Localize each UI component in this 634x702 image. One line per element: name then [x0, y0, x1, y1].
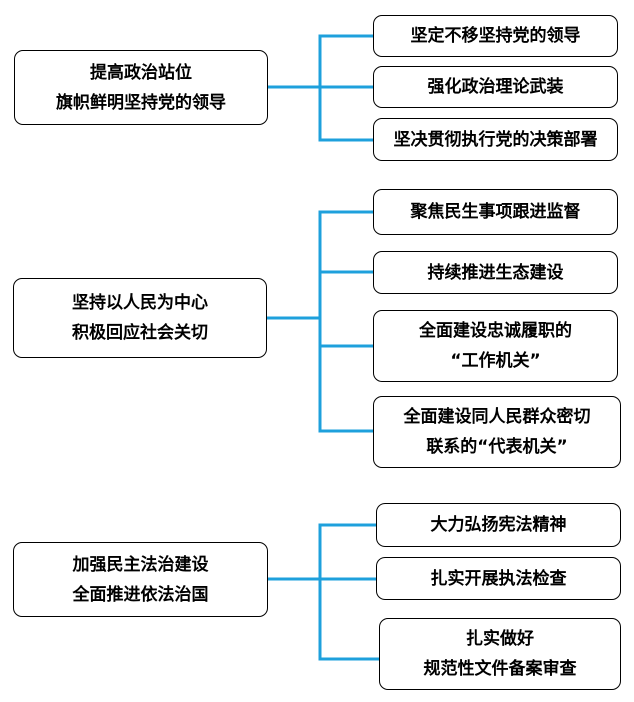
item-box-2-3: 全面建设忠诚履职的 “工作机关”: [373, 310, 618, 382]
item-box-3-1-text: 大力弘扬宪法精神: [430, 515, 567, 535]
main-box-1: 提高政治站位 旗帜鲜明坚持党的领导: [14, 50, 268, 125]
item-box-2-4: 全面建设同人民群众密切 联系的“代表机关”: [373, 396, 621, 468]
item-box-3-1: 大力弘扬宪法精神: [376, 503, 621, 547]
item-box-2-2-text: 持续推进生态建设: [427, 262, 564, 283]
item-box-2-2: 持续推进生态建设: [373, 251, 618, 294]
main-box-1-line-1: 提高政治站位: [90, 62, 192, 83]
item-box-2-4-line-1: 全面建设同人民群众密切: [403, 407, 591, 427]
item-box-2-3-line-1: 全面建设忠诚履职的: [419, 321, 572, 341]
item-box-1-1-text: 坚定不移坚持党的领导: [410, 26, 581, 46]
item-box-1-2-text: 强化政治理论武装: [427, 77, 564, 97]
item-box-1-2: 强化政治理论武装: [373, 66, 618, 108]
item-box-3-2-text: 扎实开展执法检查: [430, 568, 567, 589]
item-box-2-4-line-2: 联系的“代表机关”: [426, 437, 568, 457]
item-box-2-3-line-2: “工作机关”: [450, 351, 541, 371]
item-box-3-3: 扎实做好 规范性文件备案审查: [379, 618, 621, 690]
item-box-1-3: 坚决贯彻执行党的决策部署: [373, 118, 618, 161]
main-box-3: 加强民主法治建设 全面推进依法治国: [13, 542, 268, 617]
item-box-2-1: 聚焦民生事项跟进监督: [373, 189, 618, 235]
main-box-3-line-1: 加强民主法治建设: [72, 554, 209, 575]
item-box-1-3-text: 坚决贯彻执行党的决策部署: [393, 129, 598, 150]
main-box-1-line-2: 旗帜鲜明坚持党的领导: [56, 92, 226, 113]
item-box-3-2: 扎实开展执法检查: [376, 557, 621, 600]
item-box-3-3-line-2: 规范性文件备案审查: [423, 659, 577, 679]
item-box-2-1-text: 聚焦民生事项跟进监督: [410, 202, 581, 222]
item-box-1-1: 坚定不移坚持党的领导: [373, 15, 618, 57]
main-box-2-line-1: 坚持以人民为中心: [72, 293, 208, 313]
main-box-2: 坚持以人民为中心 积极回应社会关切: [13, 278, 267, 358]
main-box-3-line-2: 全面推进依法治国: [72, 584, 209, 605]
main-box-2-line-2: 积极回应社会关切: [72, 323, 208, 343]
item-box-3-3-line-1: 扎实做好: [466, 629, 534, 649]
